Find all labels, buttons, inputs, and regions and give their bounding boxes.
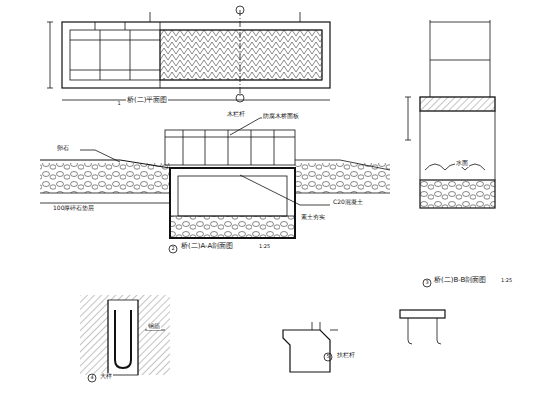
detail-4 xyxy=(283,322,338,372)
view-title: 大样 xyxy=(99,373,113,380)
callout-number: 5 xyxy=(326,354,329,360)
callout-number: 4 xyxy=(90,375,93,381)
note-text: 木栏杆 xyxy=(226,111,246,118)
note-text: 防腐木桥面板 xyxy=(262,113,300,120)
view-title: 桥(二)A-A剖面图 xyxy=(180,243,234,251)
note-text: C20混凝土 xyxy=(332,199,364,206)
scale-text: 1:25 xyxy=(258,244,271,250)
plan-view xyxy=(47,6,330,102)
callout-number: 3 xyxy=(425,280,428,286)
section-a xyxy=(40,118,390,253)
view-title: 桥(二)平面图 xyxy=(126,97,168,105)
note-text: 素土夯实 xyxy=(300,214,326,221)
callout-number: 1 xyxy=(117,101,120,107)
note-text: 钢筋 xyxy=(147,323,161,330)
view-title: 扶栏杆 xyxy=(336,352,356,359)
note-text: 卵石 xyxy=(56,145,70,152)
scale-text: 1:25 xyxy=(500,278,513,284)
note-text: 100厚碎石垫层 xyxy=(52,205,95,212)
note-text: 水面 xyxy=(455,160,469,167)
section-b xyxy=(405,20,495,287)
detail-5 xyxy=(400,310,445,344)
callout-number: 2 xyxy=(171,246,174,252)
detail-3 xyxy=(80,295,170,382)
view-title: 桥(二)B-B剖面图 xyxy=(433,277,487,285)
